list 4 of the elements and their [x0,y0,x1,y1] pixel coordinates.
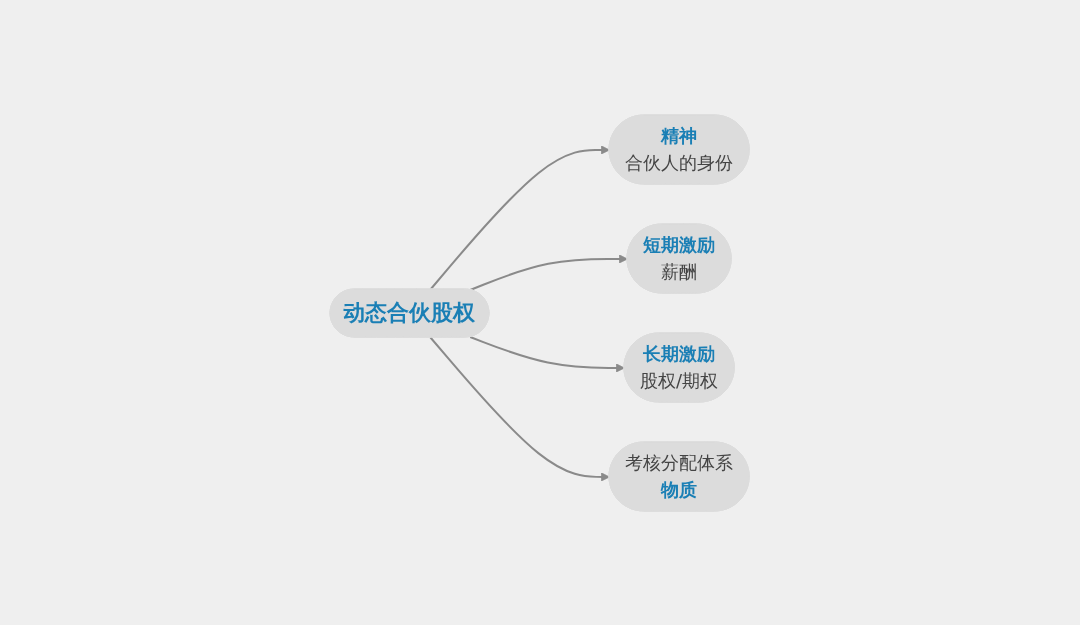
arrow [469,335,626,372]
arrow [429,145,611,290]
arrow [469,254,629,291]
arrow [429,336,611,481]
